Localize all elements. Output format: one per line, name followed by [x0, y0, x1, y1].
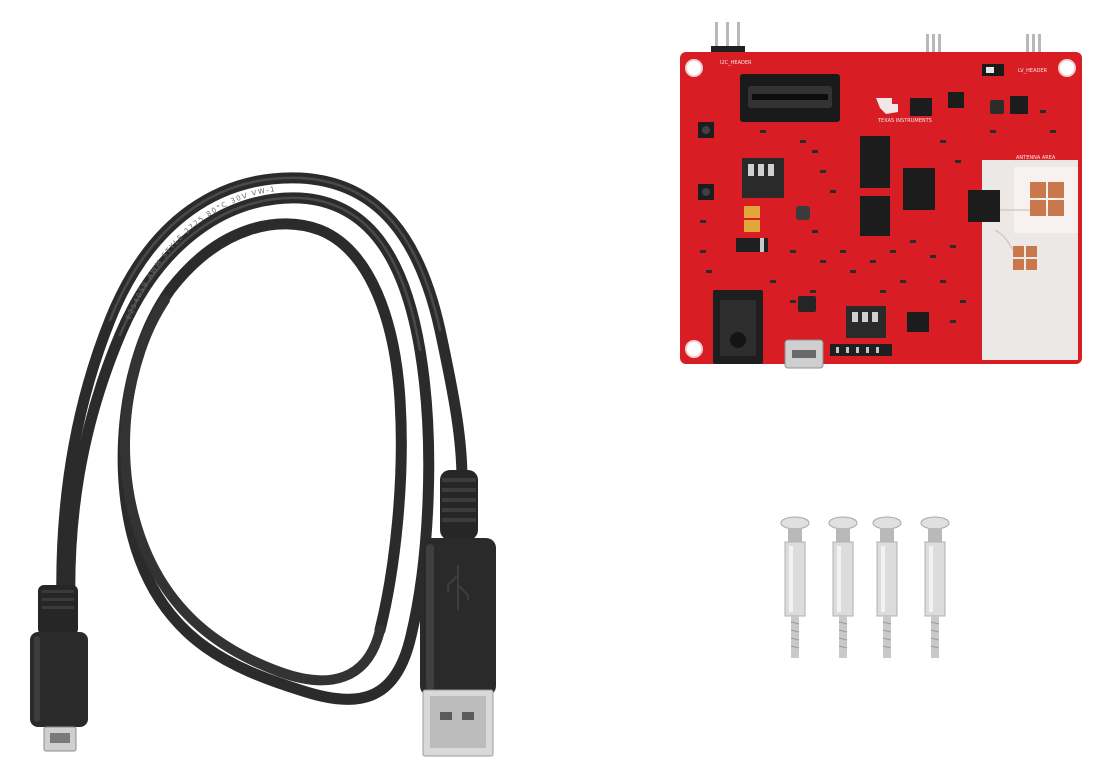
inductor	[990, 100, 1004, 114]
board-to-board-connector	[740, 74, 840, 122]
top-header-pins-middle	[926, 34, 941, 54]
ic-chip	[860, 136, 890, 188]
usb-a-strain-relief	[440, 470, 478, 540]
svg-text:TEXAS INSTRUMENTS: TEXAS INSTRUMENTS	[877, 118, 932, 124]
silk-label-i2c: I2C_HEADER	[720, 60, 752, 66]
standoff	[872, 516, 902, 658]
top-header-pins-right	[1026, 34, 1041, 54]
cable-highlight	[118, 196, 422, 352]
ic-chip	[910, 98, 932, 116]
ic-chip	[1010, 96, 1028, 114]
passive-components	[700, 110, 1056, 323]
mounting-hole	[1058, 59, 1076, 77]
inductor	[796, 206, 810, 220]
ic-chip	[948, 92, 964, 108]
mounting-hole	[685, 340, 703, 358]
standoff-screws	[780, 516, 950, 658]
ic-chip	[860, 196, 890, 236]
tantalum-capacitor	[744, 220, 760, 232]
standoff	[780, 516, 810, 658]
silk-label-lv: LV_HEADER	[1018, 68, 1048, 74]
mounting-hole	[685, 59, 703, 77]
inductor	[798, 296, 816, 312]
bottom-pin-header	[830, 344, 892, 356]
ic-chip	[903, 168, 935, 210]
cable-loop-back	[120, 295, 385, 686]
usb-trident-icon	[447, 565, 469, 610]
usb-a-connector	[420, 538, 496, 757]
antenna-area-label: ANTENNA AREA	[1016, 155, 1056, 161]
pcb-board: ANTENNA AREA I2C_HEADER LV_HEADER TEXAS …	[680, 22, 1082, 369]
ic-chip	[968, 190, 1000, 222]
top-header-pins-left	[711, 22, 745, 54]
ti-logo-icon: TEXAS INSTRUMENTS	[876, 98, 932, 124]
micro-usb-connector	[30, 585, 88, 752]
standoff	[920, 516, 950, 658]
dc-power-jack	[713, 290, 763, 364]
tantalum-capacitor	[744, 206, 760, 218]
ic-chip	[907, 312, 929, 332]
cable-highlight-2	[108, 176, 442, 332]
usb-cable: E254059 AWM STYLE 2725 80°C 30V VW-1	[30, 172, 496, 757]
antenna-patch-rx	[1013, 246, 1037, 270]
standoff	[828, 516, 858, 658]
antenna-patch-tx	[1030, 182, 1064, 216]
micro-usb-port	[784, 339, 824, 369]
